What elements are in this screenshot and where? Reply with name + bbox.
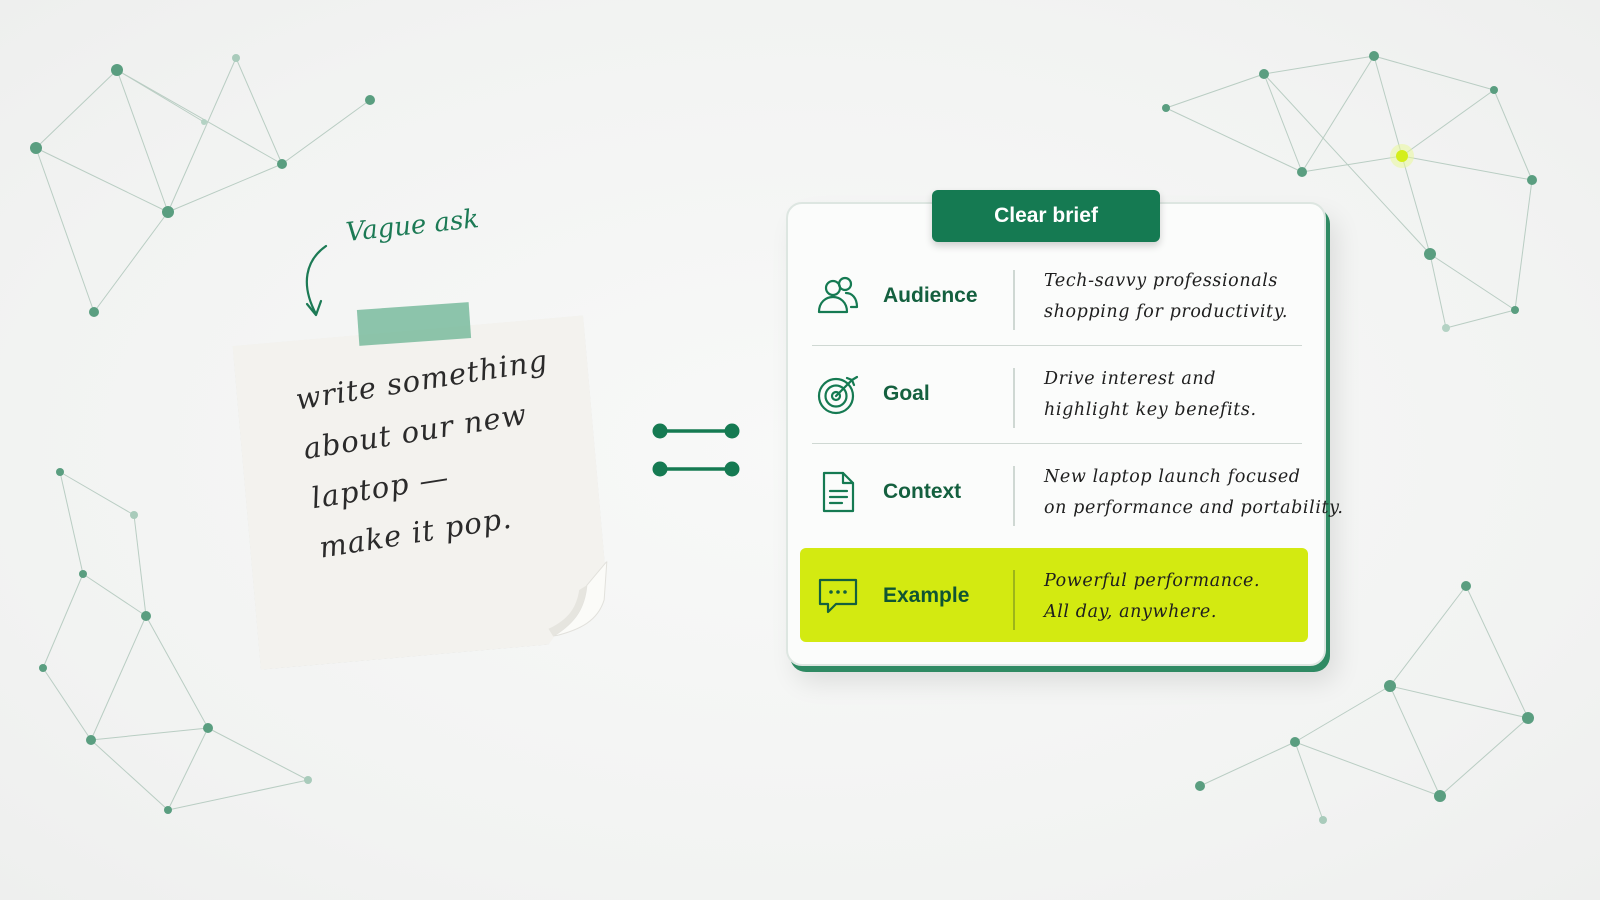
document-icon bbox=[822, 471, 855, 513]
desc-line: shopping for productivity. bbox=[1044, 302, 1289, 322]
sticky-note: write something about our new laptop — m… bbox=[232, 300, 642, 670]
row-divider bbox=[1013, 570, 1015, 630]
brief-row-example: Example Powerful performance. All day, a… bbox=[800, 548, 1308, 642]
transform-connector-icon bbox=[652, 423, 740, 477]
row-divider bbox=[1013, 466, 1015, 526]
row-label: Example bbox=[883, 584, 970, 607]
brief-row-goal: Goal Drive interest and highlight key be… bbox=[800, 346, 1308, 442]
chat-bubble-icon bbox=[818, 578, 858, 614]
row-description: Tech-savvy professionals shopping for pr… bbox=[1044, 266, 1314, 328]
row-separator bbox=[812, 443, 1302, 444]
row-separator bbox=[812, 345, 1302, 346]
clear-brief-title: Clear brief bbox=[932, 190, 1160, 242]
row-divider bbox=[1013, 270, 1015, 330]
desc-line: Tech-savvy professionals bbox=[1044, 271, 1279, 291]
row-description: Drive interest and highlight key benefit… bbox=[1044, 364, 1314, 426]
row-divider bbox=[1013, 368, 1015, 428]
desc-line: New laptop launch focused bbox=[1044, 467, 1301, 487]
desc-line: Drive interest and bbox=[1044, 369, 1217, 389]
row-description: Powerful performance. All day, anywhere. bbox=[1044, 566, 1314, 628]
desc-line: highlight key benefits. bbox=[1044, 400, 1257, 420]
curved-arrow-icon bbox=[305, 244, 328, 317]
row-label: Context bbox=[883, 480, 962, 503]
page-curl bbox=[548, 561, 608, 637]
row-label: Goal bbox=[883, 382, 930, 405]
row-label: Audience bbox=[883, 284, 978, 307]
desc-line: on performance and portability. bbox=[1044, 498, 1344, 518]
brief-row-audience: Audience Tech-savvy professionals shoppi… bbox=[800, 248, 1308, 344]
audience-icon bbox=[817, 276, 859, 314]
brief-row-context: Context New laptop launch focused on per… bbox=[800, 444, 1343, 540]
desc-line: Powerful performance. bbox=[1044, 571, 1261, 591]
target-icon bbox=[817, 375, 859, 415]
row-description: New laptop launch focused on performance… bbox=[1044, 462, 1344, 524]
desc-line: All day, anywhere. bbox=[1044, 602, 1217, 622]
